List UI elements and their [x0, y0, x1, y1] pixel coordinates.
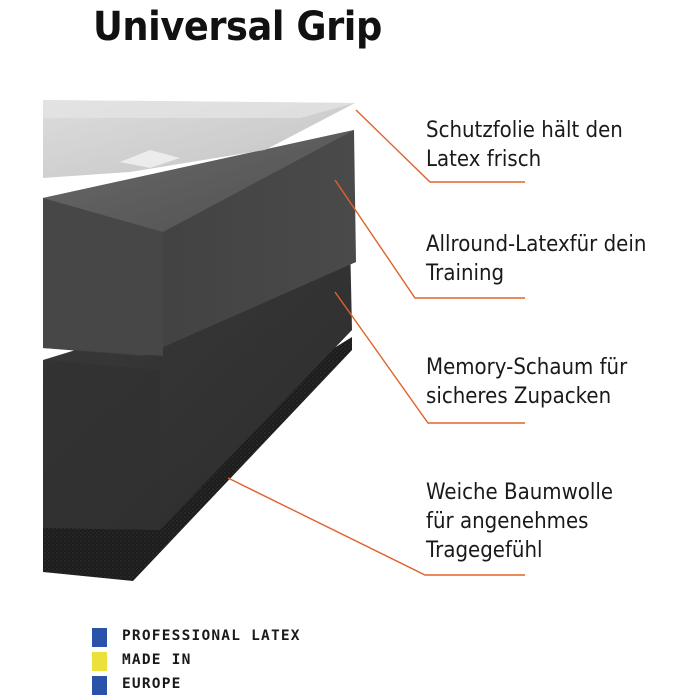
- made-in-europe-badge: PROFESSIONAL LATEX MADE IN EUROPE: [92, 626, 332, 698]
- badge-text: PROFESSIONAL LATEX: [122, 628, 301, 644]
- memory-foam-layer: [43, 238, 352, 530]
- label-line: Schutzfolie hält den: [426, 118, 623, 143]
- callout-line-foam: [334, 291, 525, 424]
- label-line: Training: [426, 261, 505, 286]
- page-title: Universal Grip: [93, 4, 382, 50]
- label-line: Memory-Schaum für: [426, 355, 628, 380]
- layer-label-cotton: Weiche Baumwolle für angenehmes Tragegef…: [426, 478, 613, 565]
- callout-lines: [227, 109, 525, 576]
- yellow-swatch-icon: [92, 652, 107, 671]
- label-line: Allround-Latexfür dein: [426, 232, 647, 257]
- blue-swatch-icon: [92, 676, 107, 695]
- label-line: sicheres Zupacken: [426, 384, 612, 409]
- label-line: Tragegefühl: [426, 538, 543, 563]
- badge-row: PROFESSIONAL LATEX: [92, 626, 332, 648]
- callout-line-foil: [355, 109, 525, 183]
- callout-line-cotton: [227, 477, 525, 576]
- layer-label-foil: Schutzfolie hält den Latex frisch: [426, 116, 623, 174]
- latex-layer: [43, 130, 356, 356]
- badge-text: EUROPE: [122, 676, 182, 692]
- badge-text: MADE IN: [122, 652, 192, 668]
- callout-line-latex: [334, 179, 525, 299]
- label-line: Latex frisch: [426, 147, 542, 172]
- protective-foil-layer: [43, 100, 355, 178]
- blue-swatch-icon: [92, 628, 107, 647]
- label-line: Weiche Baumwolle: [426, 480, 614, 505]
- layer-label-foam: Memory-Schaum für sicheres Zupacken: [426, 353, 627, 411]
- label-line: für angenehmes: [426, 509, 589, 534]
- badge-row: MADE IN: [92, 650, 332, 672]
- layer-label-latex: Allround-Latexfür dein Training: [426, 230, 646, 288]
- badge-row: EUROPE: [92, 674, 332, 696]
